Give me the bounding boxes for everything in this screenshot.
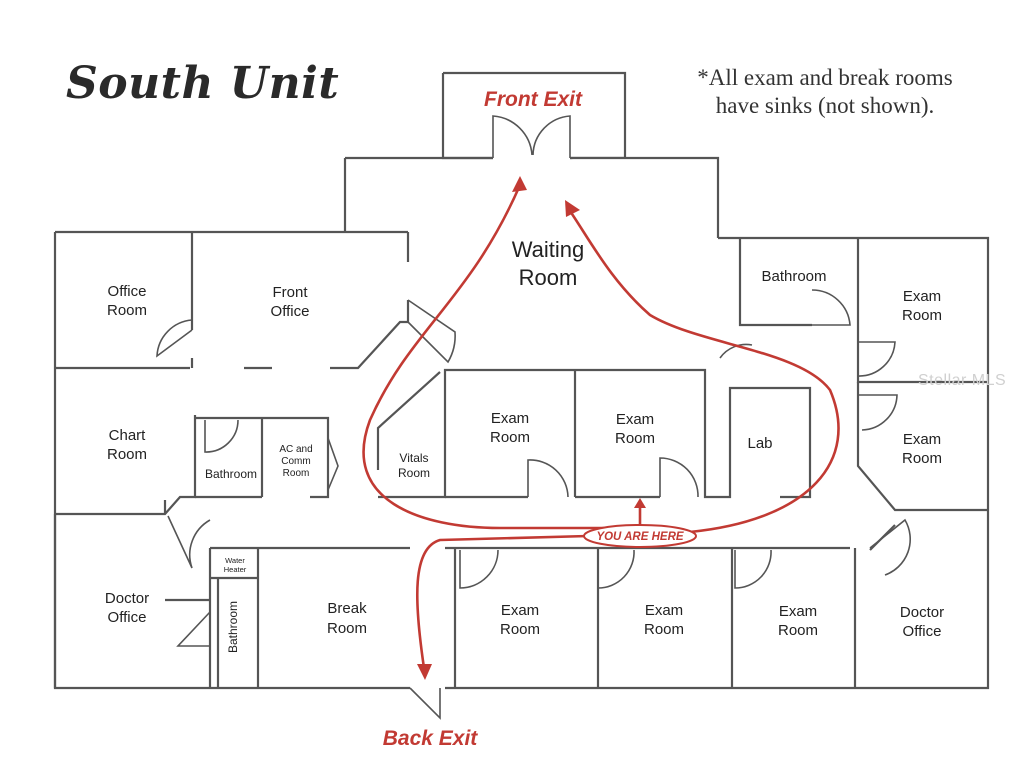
- exam-right-2-label-1: Exam: [903, 431, 941, 448]
- front-office-lower-wall: [244, 300, 410, 370]
- ac-comm-label-2: Comm: [281, 456, 310, 467]
- map-title: South Unit: [66, 58, 340, 109]
- back-exit-label: Back Exit: [383, 727, 479, 750]
- chart-room-label-1: Chart: [109, 427, 147, 444]
- exam-right-walls: [856, 382, 988, 512]
- ac-comm-label-3: Room: [283, 468, 310, 479]
- lab-entry-door[interactable]: [719, 343, 753, 359]
- exam-center-1-door[interactable]: [527, 459, 569, 498]
- exam-bottom-1-label-1: Exam: [501, 602, 539, 619]
- you-are-here-badge: [583, 524, 697, 548]
- bathroom-mid-door[interactable]: [204, 419, 239, 453]
- exam-bottom-3-door[interactable]: [734, 549, 772, 589]
- watermark: Stellar MLS: [918, 372, 1007, 389]
- left-outer-wall: [53, 230, 410, 690]
- exam-center-2-label-1: Exam: [616, 411, 654, 428]
- back-exit-door[interactable]: [409, 687, 441, 720]
- water-heater-label-2: Heater: [224, 565, 247, 574]
- exam-right-1-label-1: Exam: [903, 288, 941, 305]
- exam-center-2-door[interactable]: [659, 457, 699, 498]
- doctor-office-right-label-1: Doctor: [900, 604, 944, 621]
- doctor-office-left-label-2: Office: [108, 609, 147, 626]
- right-outer-wall: [445, 236, 990, 690]
- exam-bottom-3-label-2: Room: [778, 622, 818, 639]
- vitals-room-label-1: Vitals: [399, 451, 428, 465]
- bathroom-ac-walls: [195, 416, 330, 499]
- break-room-label-1: Break: [327, 600, 367, 617]
- exam-right-1-door[interactable]: [857, 341, 896, 377]
- exam-bottom-2-label-2: Room: [644, 621, 684, 638]
- exam-right-2-door[interactable]: [858, 394, 898, 431]
- chart-room-label-2: Room: [107, 446, 147, 463]
- vitals-room-label-2: Room: [398, 466, 430, 480]
- exam-right-2-label-2: Room: [902, 450, 942, 467]
- office-room-label-1: Office: [108, 283, 147, 300]
- waiting-room-label-1: Waiting: [512, 237, 585, 262]
- exam-right-1-label-2: Room: [902, 307, 942, 324]
- chart-room-door[interactable]: [167, 515, 211, 569]
- bathroom-tr-door[interactable]: [811, 289, 851, 326]
- office-room-door[interactable]: [156, 319, 193, 358]
- front-exit-label: Front Exit: [484, 88, 583, 111]
- top-wall: [343, 156, 720, 238]
- doctor-office-right-door[interactable]: [869, 518, 912, 576]
- exam-bottom-1-label-2: Room: [500, 621, 540, 638]
- you-are-here-label: YOU ARE HERE: [596, 531, 683, 543]
- front-office-label-2: Office: [271, 303, 310, 320]
- you-are-here-arrowhead: [634, 498, 646, 508]
- exam-center-divider: [445, 370, 660, 499]
- exam-bottom-3-label-1: Exam: [779, 603, 817, 620]
- exam-center-1-label-1: Exam: [491, 410, 529, 427]
- route-to-back-exit: [415, 534, 590, 670]
- water-heater-label-1: Water: [225, 556, 245, 565]
- doctor-office-left-door[interactable]: [176, 611, 211, 647]
- exam-center-2-label-2: Room: [615, 430, 655, 447]
- lab-label: Lab: [747, 435, 772, 452]
- doctor-office-right-label-2: Office: [903, 623, 942, 640]
- evacuation-routes: YOU ARE HERE: [362, 176, 840, 680]
- doctor-office-left-label-1: Doctor: [105, 590, 149, 607]
- bathroom-mid-label: Bathroom: [205, 467, 257, 481]
- exam-bottom-2-label-1: Exam: [645, 602, 683, 619]
- exam-center-1-label-2: Room: [490, 429, 530, 446]
- doctor-office-left-wall: [53, 514, 210, 688]
- walls: [53, 71, 990, 690]
- exam-bottom-2-door[interactable]: [597, 549, 635, 589]
- back-exit-arrow: [417, 664, 432, 680]
- waiting-room-label-2: Room: [519, 265, 578, 290]
- vitals-room-walls: [376, 368, 812, 499]
- exam-bottom-1-door[interactable]: [459, 549, 499, 589]
- bottom-row-dividers: [208, 548, 857, 688]
- bathroom-vertical-label: Bathroom: [226, 601, 240, 653]
- doors: [156, 115, 912, 720]
- bathroom-tr-label: Bathroom: [761, 268, 826, 285]
- sinks-note: *All exam and break rooms have sinks (no…: [660, 64, 990, 120]
- front-exit-arrow-right: [565, 200, 580, 217]
- office-room-label-2: Room: [107, 302, 147, 319]
- sinks-note-line-2: have sinks (not shown).: [715, 93, 935, 118]
- front-door-right[interactable]: [532, 115, 571, 158]
- front-office-door[interactable]: [407, 299, 456, 364]
- front-door-left[interactable]: [492, 115, 533, 158]
- route-to-front-exit-right: [566, 206, 840, 534]
- chart-room-walls: [55, 415, 197, 516]
- ac-comm-label-1: AC and: [279, 444, 312, 455]
- sinks-note-line-1: *All exam and break rooms: [697, 65, 953, 90]
- front-exit-arrow-left: [512, 176, 527, 192]
- ac-room-door[interactable]: [327, 437, 339, 491]
- water-heater-walls: [210, 576, 258, 688]
- room-labels: Office Room Front Office Waiting Room Ba…: [105, 237, 944, 653]
- break-room-label-2: Room: [327, 620, 367, 637]
- route-to-front-exit-left: [362, 183, 642, 530]
- front-office-label-1: Front: [272, 284, 308, 301]
- office-room-walls: [55, 232, 194, 370]
